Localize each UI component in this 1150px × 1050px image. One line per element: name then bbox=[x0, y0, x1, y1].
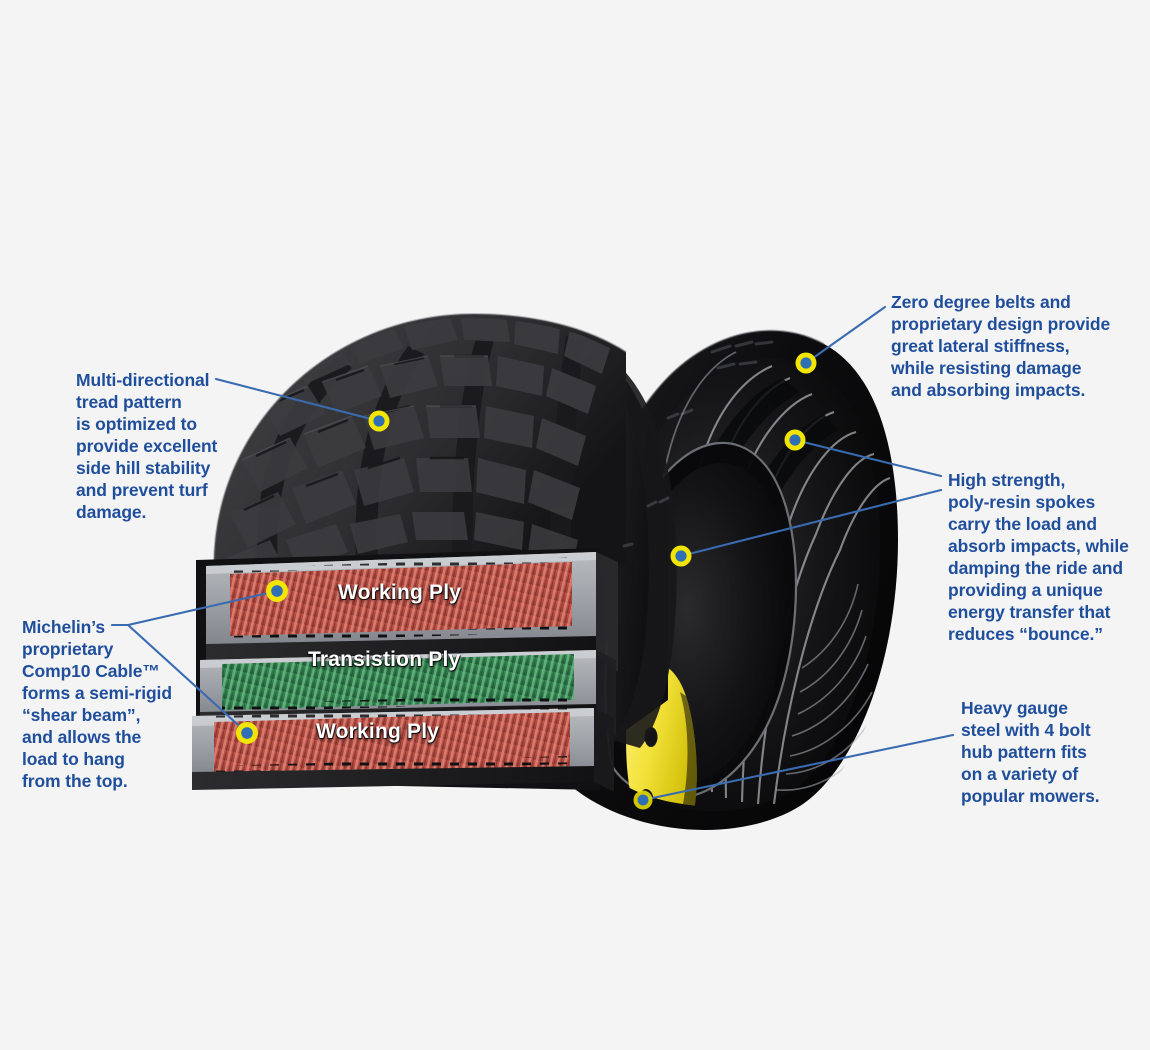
marker-tread[interactable] bbox=[368, 410, 390, 432]
leader-line-spokes-upper bbox=[793, 438, 943, 478]
tread-arch bbox=[213, 312, 774, 748]
leader-line-tread bbox=[214, 377, 381, 423]
callout-poly-resin-spokes: High strength, poly-resin spokes carry t… bbox=[948, 470, 1129, 644]
callout-comp10-cable-shear-beam: Michelin’s proprietary Comp10 Cable™ for… bbox=[22, 617, 172, 791]
leader-line-shear-lower bbox=[126, 623, 249, 735]
ply-slab-working-top bbox=[206, 552, 596, 664]
leader-line-hub bbox=[641, 733, 955, 802]
ply-stack bbox=[192, 548, 618, 792]
callout-multi-directional-tread: Multi-directional tread pattern is optim… bbox=[76, 370, 218, 522]
ply-slab-working-bottom bbox=[192, 706, 594, 790]
marker-spokes-upper[interactable] bbox=[784, 429, 806, 451]
callout-heavy-gauge-steel-hub: Heavy gauge steel with 4 bolt hub patter… bbox=[961, 698, 1100, 806]
marker-spokes-lower[interactable] bbox=[670, 545, 692, 567]
marker-hub[interactable] bbox=[633, 790, 653, 810]
callout-zero-degree-belts: Zero degree belts and proprietary design… bbox=[891, 292, 1111, 400]
leader-line-spokes-lower bbox=[679, 488, 943, 558]
marker-belts[interactable] bbox=[795, 352, 817, 374]
marker-working-ply-bottom[interactable] bbox=[236, 722, 258, 744]
leader-line-belts bbox=[804, 305, 887, 365]
marker-working-ply-top[interactable] bbox=[266, 580, 288, 602]
sidewall-embossing bbox=[622, 340, 774, 548]
